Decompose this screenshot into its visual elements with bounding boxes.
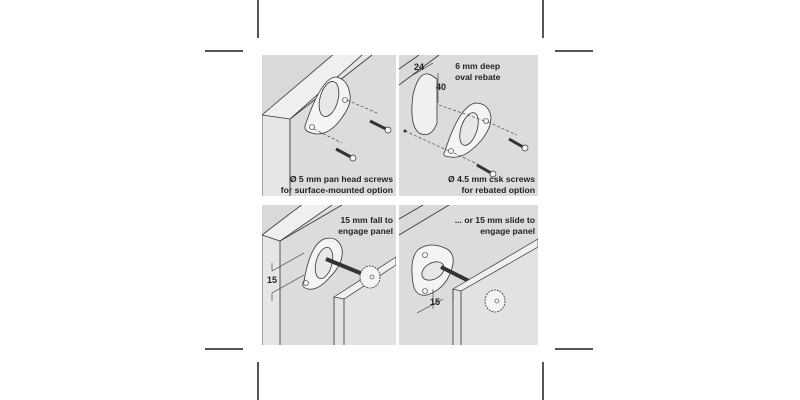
caption-line-2: for rebated option [461,184,535,195]
caption-line-1: ... or 15 mm slide to [454,215,535,225]
panel-rebated: 24 40 6 mm deep oval rebate Ø 4.5 mm csk… [399,55,538,196]
caption-line-1: 15 mm fall to [340,215,393,225]
panel-fall-engage: 15 15 mm fall to engage panel [262,205,396,345]
crop-mark-top-right-horizontal [555,50,593,52]
screw-icon [335,147,357,162]
dim-fall-label: 15 [267,275,278,285]
screw-icon [369,119,392,134]
heading-line-1: 6 mm deep [455,61,501,71]
caption-line-2: for surface-mounted option [280,184,393,195]
caption-fall-engage: 15 mm fall to engage panel [338,215,393,236]
heading-line-2: oval rebate [455,71,501,82]
panel-slide-engage: 15 ... or 15 mm slide to engage panel [399,205,538,345]
crop-mark-bottom-right-vertical [542,362,544,400]
caption-rebated: Ø 4.5 mm csk screws for rebated option [448,174,535,195]
slide-engage-illustration [399,205,538,345]
dim-width-label: 24 [414,62,425,72]
screw-icon [508,137,529,152]
heading-rebate: 6 mm deep oval rebate [455,61,500,82]
screw-icon [476,163,497,178]
caption-surface-mounted: Ø 5 mm pan head screws for surface-mount… [281,174,393,195]
crop-mark-top-left-horizontal [205,50,243,52]
crop-mark-bottom-left-vertical [257,362,259,400]
crop-mark-bottom-left-horizontal [205,348,243,350]
caption-line-1: Ø 5 mm pan head screws [289,174,393,184]
rebate-illustration [399,55,538,196]
caption-slide-engage: ... or 15 mm slide to engage panel [455,215,535,236]
dim-height-label: 40 [436,82,447,92]
caption-line-2: engage panel [480,225,535,236]
dim-slide-label: 15 [430,297,441,307]
crop-mark-bottom-right-horizontal [555,348,593,350]
fall-engage-illustration [262,205,396,345]
surface-mount-illustration [262,55,396,196]
caption-line-1: Ø 4.5 mm csk screws [448,174,535,184]
caption-line-2: engage panel [338,225,393,236]
crop-mark-top-left-vertical [257,0,259,38]
panel-surface-mounted: Ø 5 mm pan head screws for surface-mount… [262,55,396,196]
crop-mark-top-right-vertical [542,0,544,38]
